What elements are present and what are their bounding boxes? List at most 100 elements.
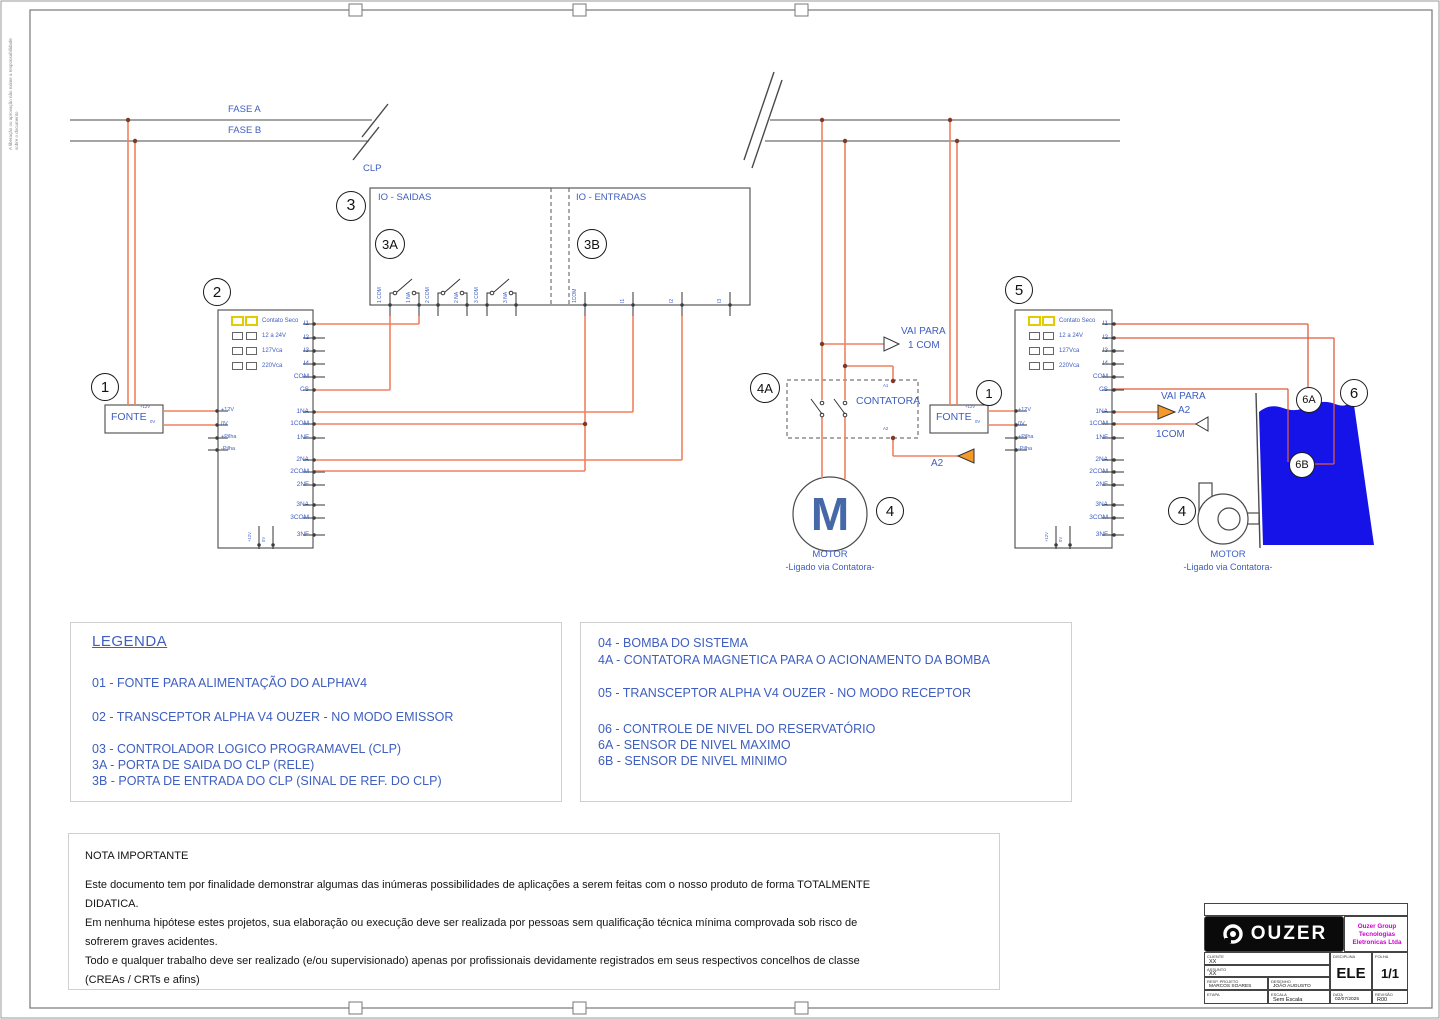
connector-arrow-1com-in [1195,416,1209,432]
contactor-a1: A1 [883,383,889,388]
callout-6a: 6A [1296,387,1322,413]
revisao-cell: REVISÃO R00 [1372,990,1408,1004]
t5-3na: 3NA [1095,501,1108,508]
connector-arrow-to-1com [883,336,901,352]
desenho-cell: DESENHO JOÃO AUGUSTO [1268,977,1330,990]
clp-term-1na: 1 NA [406,291,412,303]
note-line-3: Em nenhuma hipótese estes projetos, sua … [85,917,858,929]
t5-mpilha: -Pilha [1018,446,1033,452]
t5-ppilha: +Pilha [1018,434,1034,440]
legend-title: LEGENDA [92,633,168,650]
t5-2com: 2COM [1089,468,1108,475]
t2-2na: 2NA [296,456,309,463]
clp-term-2com: 2 COM [425,287,431,303]
ouzer-logo-icon [1223,924,1243,944]
motor-letter: M [810,488,850,540]
clp-in-1com: 1COM [572,288,578,303]
t2-1na: 1NA [296,408,309,415]
led-220vca-1 [232,362,243,370]
legend-item-05: 05 - TRANSCEPTOR ALPHA V4 OUZER - NO MOD… [598,686,971,700]
disciplina-value: ELE [1336,965,1366,982]
led-127vca-1 [232,347,243,355]
data-label: DATA [1333,992,1344,997]
escala-value: Sem Escala [1273,997,1303,1003]
t5-p12v: +12V [1018,407,1031,413]
led5-contato-seco-1 [1028,316,1041,326]
disciplina-cell: DISCIPLINA ELE [1330,952,1372,990]
resp-projeto-cell: RESP. PROJETO MARCOS SOARES [1204,977,1268,990]
callout-5: 5 [1005,276,1033,304]
fase-b-label: FASE B [228,125,262,136]
note-line-4: sofrerem graves acidentes. [85,936,218,948]
led5-127vca-2 [1043,347,1054,355]
t2-bottom-1: +12V [247,532,252,542]
1com-in-label: 1COM [1156,429,1185,440]
note-box [68,833,1000,990]
motor-right-sub: -Ligado via Contatora- [1183,562,1273,572]
led5-contato-seco-2 [1042,316,1055,326]
led-220vca-2 [246,362,257,370]
led5-220vca-2 [1043,362,1054,370]
callout-1-left: 1 [91,373,119,401]
clp-in-i1: I1 [620,298,626,303]
led-label-contato-seco: Contato Seco [262,318,299,324]
t2-1nf: 1NF [296,434,309,441]
fonte-left-12v: +12V [140,404,151,409]
cliente-label: CLIENTE [1207,954,1224,959]
led-contato-seco-2 [245,316,258,326]
t2-3na: 3NA [296,501,309,508]
assunto-cell: ASSUNTO XX [1204,965,1330,977]
terminal-ticks [208,323,1124,549]
component-boxes [104,187,1113,549]
io-saidas-label: IO - SAIDAS [378,192,432,203]
legend-item-3b: 3B - PORTA DE ENTRADA DO CLP (SINAL DE R… [92,774,442,788]
led5-220vca-1 [1029,362,1040,370]
t5-i1: I1 [1102,320,1108,327]
t5-2nf: 2NF [1095,481,1108,488]
company-line2: Eletronicas Ltda [1352,939,1402,946]
vai-para-a2-line2: A2 [1178,405,1191,416]
cliente-cell: CLIENTE XX [1204,952,1330,965]
led-contato-seco-1 [231,316,244,326]
clp-term-2na: 2 NA [454,291,460,303]
legend-item-04: 04 - BOMBA DO SISTEMA [598,636,749,650]
legend-item-02: 02 - TRANSCEPTOR ALPHA V4 OUZER - NO MOD… [92,710,454,724]
io-entradas-label: IO - ENTRADAS [576,192,647,203]
led5-12-24v-1 [1029,332,1040,340]
callout-3a: 3A [375,229,405,259]
contactor-box [786,379,919,439]
clp-term-1com: 1 COM [377,287,383,303]
t5-2na: 2NA [1095,456,1108,463]
callout-4-left: 4 [876,497,904,525]
vai-para-a2-line1: VAI PARA [1161,391,1206,402]
t5-bottom-1: +12V [1044,532,1049,542]
t2-mpilha: -Pilha [221,446,236,452]
fonte-right-0v: 0V [975,419,981,424]
junction-dots [125,117,960,441]
resp-projeto-value: MARCOS SOARES [1209,984,1252,989]
disciplina-label: DISCIPLINA [1333,954,1356,959]
folha-value: 1/1 [1380,966,1400,981]
t5-com: COM [1092,373,1108,380]
callout-3: 3 [336,191,366,221]
led-label-127vca: 127Vca [262,348,283,354]
legend-item-01: 01 - FONTE PARA ALIMENTAÇÃO DO ALPHAV4 [92,676,368,690]
led-label-12-24v: 12 a 24V [262,333,287,339]
t2-2nf: 2NF [296,481,309,488]
legend-box-left [70,622,562,802]
fase-a-label: FASE A [228,104,261,115]
t5-3nf: 3NF [1095,531,1108,538]
t5-3com: 3COM [1089,514,1108,521]
led5-label-127vca: 127Vca [1059,348,1080,354]
callout-3b: 3B [577,229,607,259]
t2-3com: 3COM [290,514,309,521]
clp-term-3com: 3 COM [474,287,480,303]
company-line1: Ouzer Group Tecnologias [1357,923,1397,938]
fonte-left-0v: 0V [150,419,156,424]
sensor-wires [1113,323,1335,465]
desenho-value: JOÃO AUGUSTO [1273,984,1311,989]
note-title: NOTA IMPORTANTE [85,850,189,862]
led5-12-24v-2 [1043,332,1054,340]
